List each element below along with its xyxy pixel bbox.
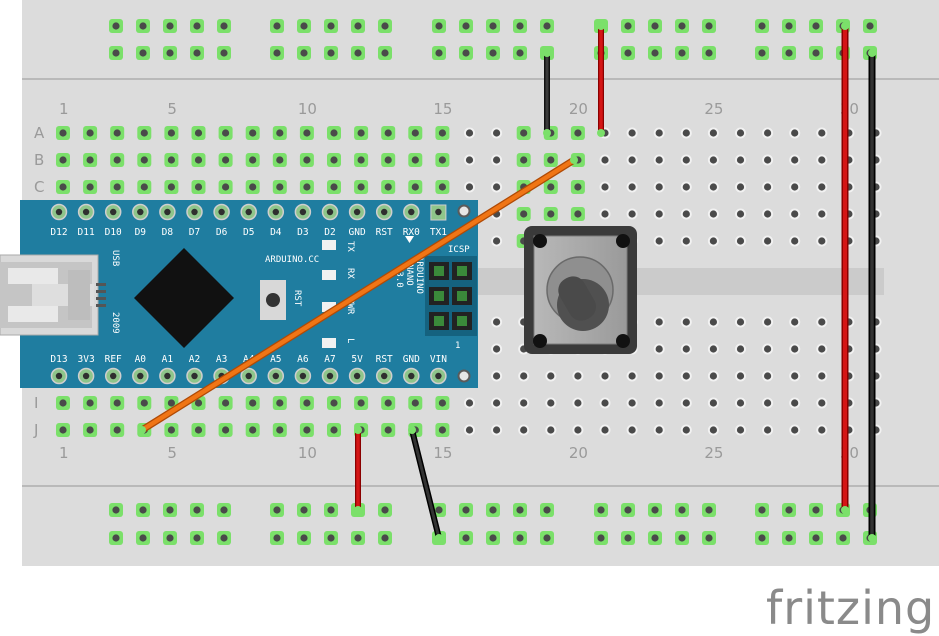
- pot-mount-hole: [616, 334, 630, 348]
- column-number: 25: [704, 100, 723, 118]
- reset-label: RST: [292, 290, 302, 307]
- pot-mount-hole: [616, 234, 630, 248]
- wire-orange-signal[interactable]: [138, 156, 578, 434]
- arduino-top-pins: D12 D11 D10 D9 D8 D7 D6 D5 D4 D3 D2 GND RST RX0 TX1: [50, 203, 447, 238]
- icsp-label: ICSP: [448, 245, 470, 255]
- wire-endpoint: [841, 22, 849, 30]
- wire-endpoint: [543, 129, 551, 137]
- row-label: I: [34, 394, 38, 412]
- column-number: 25: [704, 444, 723, 462]
- wire-endpoint: [597, 129, 605, 137]
- arduino-pin-label: VIN: [430, 354, 447, 365]
- arduino-pin-label: A7: [324, 354, 335, 365]
- column-number: 1: [59, 444, 69, 462]
- column-number: 10: [298, 444, 317, 462]
- wire-endpoint: [354, 506, 362, 514]
- column-number: 1: [59, 100, 69, 118]
- icsp-pin-number: 1: [455, 341, 460, 351]
- usb-connector: [0, 254, 106, 336]
- wire-black-gnd[interactable]: [409, 427, 442, 541]
- arduino-pin-label: D8: [162, 227, 174, 238]
- arduino-pin-label: A3: [216, 354, 227, 365]
- arduino-nano[interactable]: USB 2009 RST ARDUINO.CC TX RX PWR L ARDU…: [0, 200, 478, 388]
- wire-endpoint: [841, 506, 849, 514]
- arduino-pin-label: RX0: [403, 227, 420, 238]
- arduino-pin-label: TX1: [430, 227, 447, 238]
- arduino-brand-label: ARDUINO.CC: [265, 255, 319, 265]
- column-number: 20: [569, 444, 588, 462]
- arduino-bottom-pins: D133V3REFA0A1A2A3A4A5A6A75VRSTGNDVIN: [50, 354, 447, 385]
- arduino-pin-label: GND: [403, 354, 420, 365]
- row-label: B: [34, 151, 44, 169]
- wire-endpoint: [138, 426, 146, 434]
- fritzing-watermark: fritzing: [766, 581, 935, 635]
- column-number: 15: [433, 444, 452, 462]
- icsp-header: [425, 256, 477, 336]
- arduino-pin-label: D6: [216, 227, 228, 238]
- column-number: 20: [569, 100, 588, 118]
- wire-endpoint: [435, 534, 443, 542]
- wire-endpoints: [138, 22, 876, 542]
- arduino-pin-label: RST: [376, 227, 393, 238]
- arduino-pin-label: D4: [270, 227, 282, 238]
- icsp-marker: [405, 236, 414, 243]
- led-pwr: [322, 302, 336, 312]
- pot-knob-slot: [558, 276, 596, 321]
- model-label: V3.0: [394, 266, 404, 288]
- wire-endpoint: [597, 22, 605, 30]
- wire-endpoint: [570, 156, 578, 164]
- reset-button[interactable]: [260, 280, 286, 320]
- arduino-pin-label: D3: [297, 227, 308, 238]
- row-label: J: [33, 421, 38, 439]
- potentiometer[interactable]: [524, 226, 637, 354]
- column-number: 5: [167, 100, 177, 118]
- arduino-pin-label: D13: [50, 354, 67, 365]
- pot-mount-hole: [533, 234, 547, 248]
- mount-hole: [457, 204, 471, 218]
- led-pwr-label: PWR: [345, 298, 355, 315]
- arduino-pin-label: D11: [78, 227, 95, 238]
- arduino-pin-label: D7: [189, 227, 200, 238]
- pot-mount-hole: [533, 334, 547, 348]
- arduino-pin-label: A0: [135, 354, 147, 365]
- mount-hole: [457, 369, 471, 383]
- year-label: 2009: [110, 312, 120, 334]
- led-l-label: L: [345, 338, 355, 343]
- wire-endpoint: [354, 426, 362, 434]
- arduino-pin-label: A5: [270, 354, 281, 365]
- arduino-pin-label: RST: [376, 354, 393, 365]
- wire-endpoint: [868, 49, 876, 57]
- arduino-pin-label: D10: [105, 227, 122, 238]
- arduino-pin-label: A2: [189, 354, 200, 365]
- arduino-pin-label: GND: [349, 227, 366, 238]
- led-l: [322, 338, 336, 348]
- microcontroller-chip: [134, 248, 234, 348]
- arduino-pin-label: A1: [162, 354, 174, 365]
- arduino-pin-label: 3V3: [78, 354, 95, 365]
- column-number: 15: [433, 100, 452, 118]
- column-number: 10: [298, 100, 317, 118]
- arduino-pin-label: REF: [105, 354, 122, 365]
- wire-endpoint: [543, 49, 551, 57]
- wire-endpoint: [408, 426, 416, 434]
- row-label: A: [34, 124, 45, 142]
- led-tx-label: TX: [345, 241, 355, 252]
- arduino-pin-label: D5: [243, 227, 254, 238]
- column-number: 5: [167, 444, 177, 462]
- arduino-pin-label: A6: [297, 354, 309, 365]
- wire-endpoint: [868, 534, 876, 542]
- led-rx: [322, 270, 336, 280]
- row-label: C: [34, 178, 44, 196]
- arduino-pin-label: D9: [135, 227, 147, 238]
- arduino-pin-label: D2: [324, 227, 335, 238]
- model-label: ARDUINO: [414, 256, 424, 294]
- led-tx: [322, 240, 336, 250]
- model-label: NANO: [404, 264, 414, 286]
- led-rx-label: RX: [345, 268, 355, 279]
- usb-label: USB: [110, 250, 120, 266]
- arduino-pin-label: 5V: [351, 354, 363, 365]
- arduino-pin-label: D12: [50, 227, 67, 238]
